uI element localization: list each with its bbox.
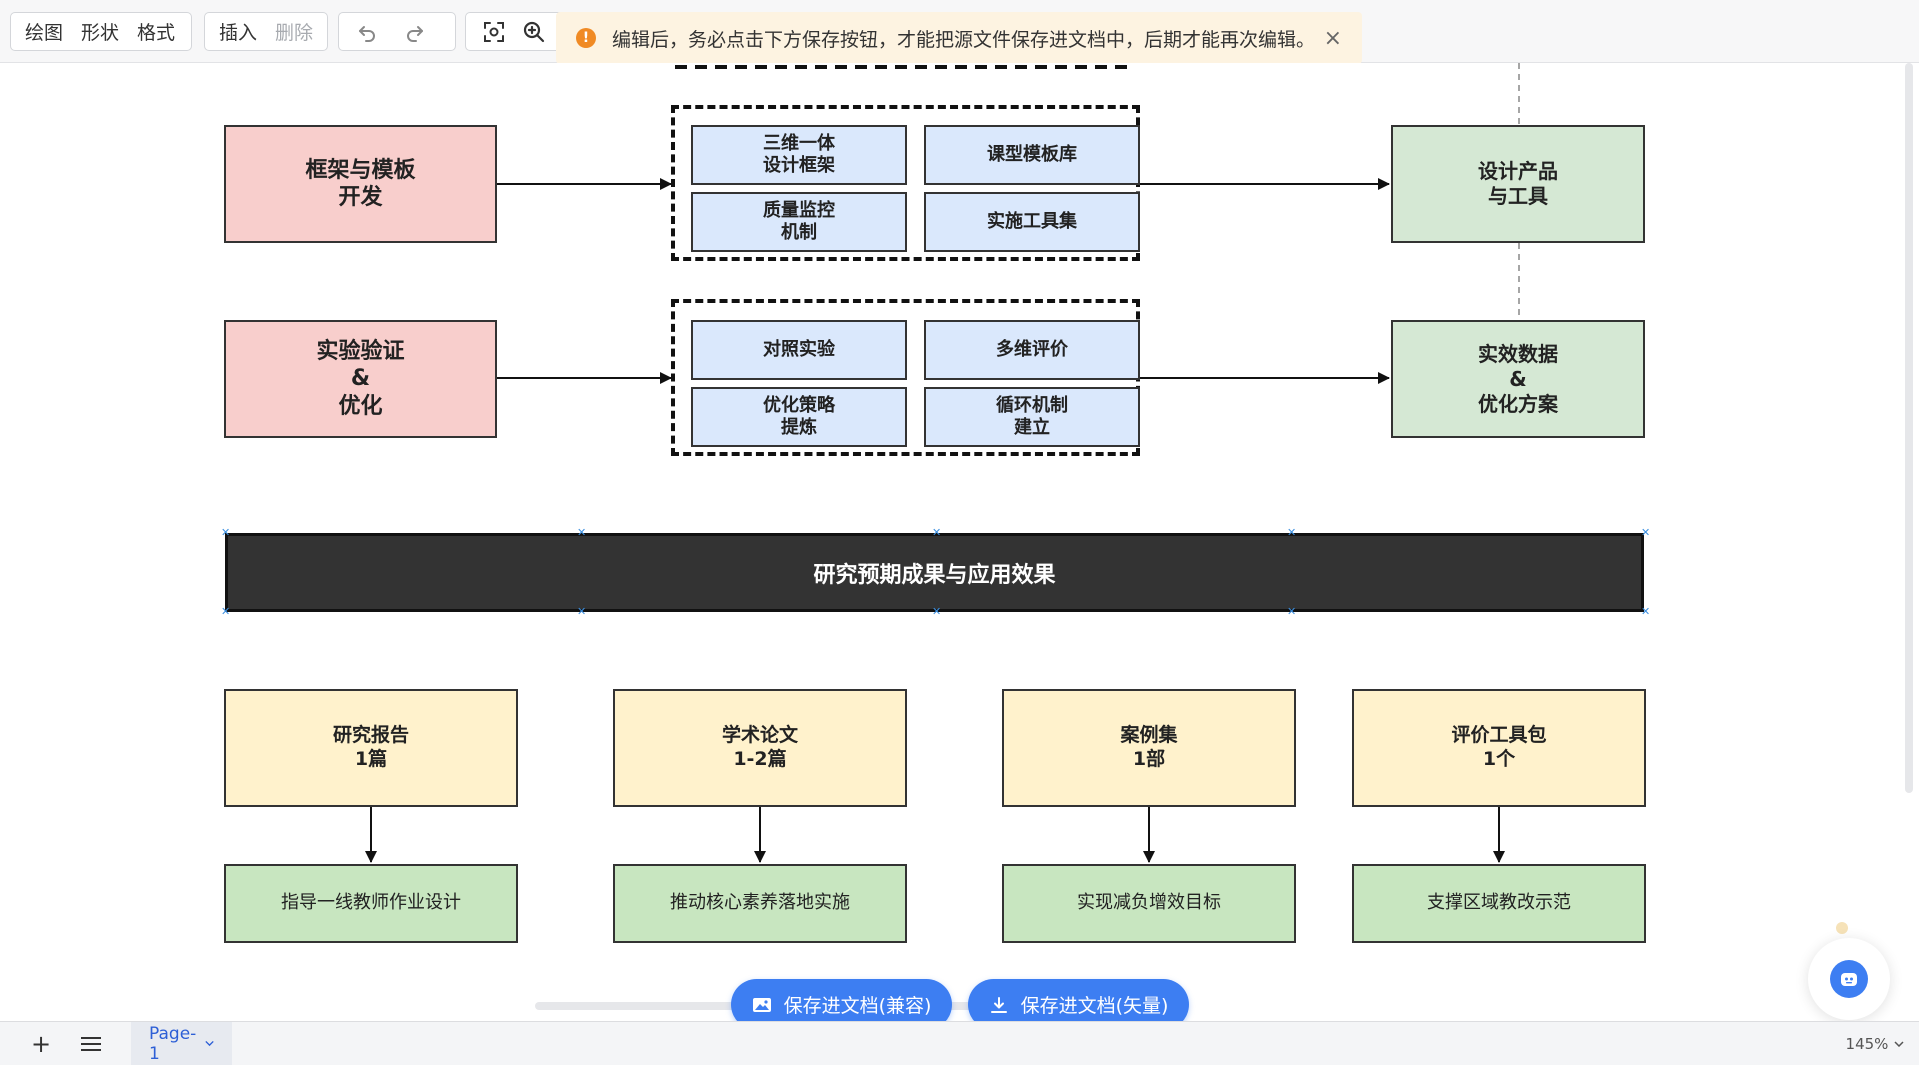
undo-icon[interactable] <box>353 18 381 46</box>
selection-handle[interactable]: ✕ <box>1287 526 1297 539</box>
assistant-bubble[interactable] <box>1808 938 1890 1020</box>
save-vector-label: 保存进文档(矢量) <box>1020 995 1169 1017</box>
item-quality-monitoring[interactable]: 质量监控 机制 <box>691 192 907 252</box>
chevron-down-icon <box>205 1040 214 1047</box>
close-icon[interactable]: × <box>1323 25 1342 51</box>
toolbar-group-history <box>338 12 456 51</box>
outcome-case-collection[interactable]: 案例集 1部 <box>1002 689 1296 807</box>
toolbar-group-edit: 插入 删除 <box>204 12 328 51</box>
download-icon <box>990 996 1007 1013</box>
add-page-button[interactable]: + <box>30 1029 52 1058</box>
page-tab-label: Page-1 <box>149 1023 197 1064</box>
pages-menu-icon[interactable] <box>72 1022 110 1065</box>
item-implementation-toolkit[interactable]: 实施工具集 <box>924 192 1140 252</box>
save-reminder-notice: ! 编辑后，务必点击下方保存按钮，才能把源文件保存进文档中，后期才能再次编辑。 … <box>556 12 1362 64</box>
warning-icon: ! <box>576 28 596 48</box>
image-icon <box>752 997 771 1012</box>
selection-handle[interactable]: ✕ <box>577 526 587 539</box>
fit-screen-icon[interactable] <box>480 18 508 46</box>
selection-handle[interactable]: ✕ <box>1641 526 1651 539</box>
item-strategy-refinement[interactable]: 优化策略 提炼 <box>691 387 907 447</box>
selection-handle[interactable]: ✕ <box>577 605 587 618</box>
framework-template-node[interactable]: 框架与模板 开发 <box>224 125 497 243</box>
item-lesson-template-library[interactable]: 课型模板库 <box>924 125 1140 185</box>
diagram-canvas[interactable]: 框架与模板 开发 三维一体 设计框架 课型模板库 质量监控 机制 实施工具集 设… <box>0 63 1919 1010</box>
effect-guide-teachers[interactable]: 指导一线教师作业设计 <box>224 864 518 943</box>
menu-draw[interactable]: 绘图 <box>25 22 64 44</box>
zoom-level-label: 145% <box>1845 1034 1889 1053</box>
effect-regional-reform[interactable]: 支撑区域教改示范 <box>1352 864 1646 943</box>
selection-handle[interactable]: ✕ <box>1641 605 1651 618</box>
zoom-in-icon[interactable] <box>520 18 548 46</box>
toolbar-group-view: 绘图 形状 格式 <box>10 12 192 51</box>
selection-handle[interactable]: ✕ <box>221 526 231 539</box>
item-controlled-experiment[interactable]: 对照实验 <box>691 320 907 380</box>
page-tab[interactable]: Page-1 <box>131 1022 232 1065</box>
effect-reduce-burden[interactable]: 实现减负增效目标 <box>1002 864 1296 943</box>
assistant-robot-icon[interactable] <box>1830 960 1868 998</box>
outcome-research-report[interactable]: 研究报告 1篇 <box>224 689 518 807</box>
item-multi-evaluation[interactable]: 多维评价 <box>924 320 1140 380</box>
insert-button[interactable]: 插入 <box>219 22 258 44</box>
chevron-down-icon <box>1894 1040 1904 1047</box>
item-cycle-mechanism[interactable]: 循环机制 建立 <box>924 387 1140 447</box>
selection-handle[interactable]: ✕ <box>932 605 942 618</box>
outcome-evaluation-toolkit[interactable]: 评价工具包 1个 <box>1352 689 1646 807</box>
notice-text: 编辑后，务必点击下方保存按钮，才能把源文件保存进文档中，后期才能再次编辑。 <box>612 28 1316 51</box>
selection-handle[interactable]: ✕ <box>221 605 231 618</box>
selection-handle[interactable]: ✕ <box>1287 605 1297 618</box>
outcome-academic-papers[interactable]: 学术论文 1-2篇 <box>613 689 907 807</box>
top-toolbar: 绘图 形状 格式 插入 删除 ! 编辑后，务必点击下方保存按钮，才能把源文件保存… <box>0 0 1919 64</box>
item-3d-framework[interactable]: 三维一体 设计框架 <box>691 125 907 185</box>
menu-shape[interactable]: 形状 <box>81 22 120 44</box>
zoom-level[interactable]: 145% <box>1840 1022 1910 1065</box>
design-products-node[interactable]: 设计产品 与工具 <box>1391 125 1645 243</box>
bottom-bar: + Page-1 145% <box>0 1021 1919 1065</box>
outcomes-banner[interactable]: 研究预期成果与应用效果 <box>225 533 1644 612</box>
effect-data-node[interactable]: 实效数据 & 优化方案 <box>1391 320 1645 438</box>
vertical-scrollbar[interactable] <box>1905 63 1913 793</box>
menu-format[interactable]: 格式 <box>137 22 176 44</box>
delete-button[interactable]: 删除 <box>275 22 314 44</box>
effect-core-literacy[interactable]: 推动核心素养落地实施 <box>613 864 907 943</box>
assistant-badge-dot <box>1836 922 1848 934</box>
redo-icon[interactable] <box>401 18 429 46</box>
selection-handle[interactable]: ✕ <box>932 526 942 539</box>
save-compat-label: 保存进文档(兼容) <box>783 995 932 1017</box>
experiment-validation-node[interactable]: 实验验证 & 优化 <box>224 320 497 438</box>
